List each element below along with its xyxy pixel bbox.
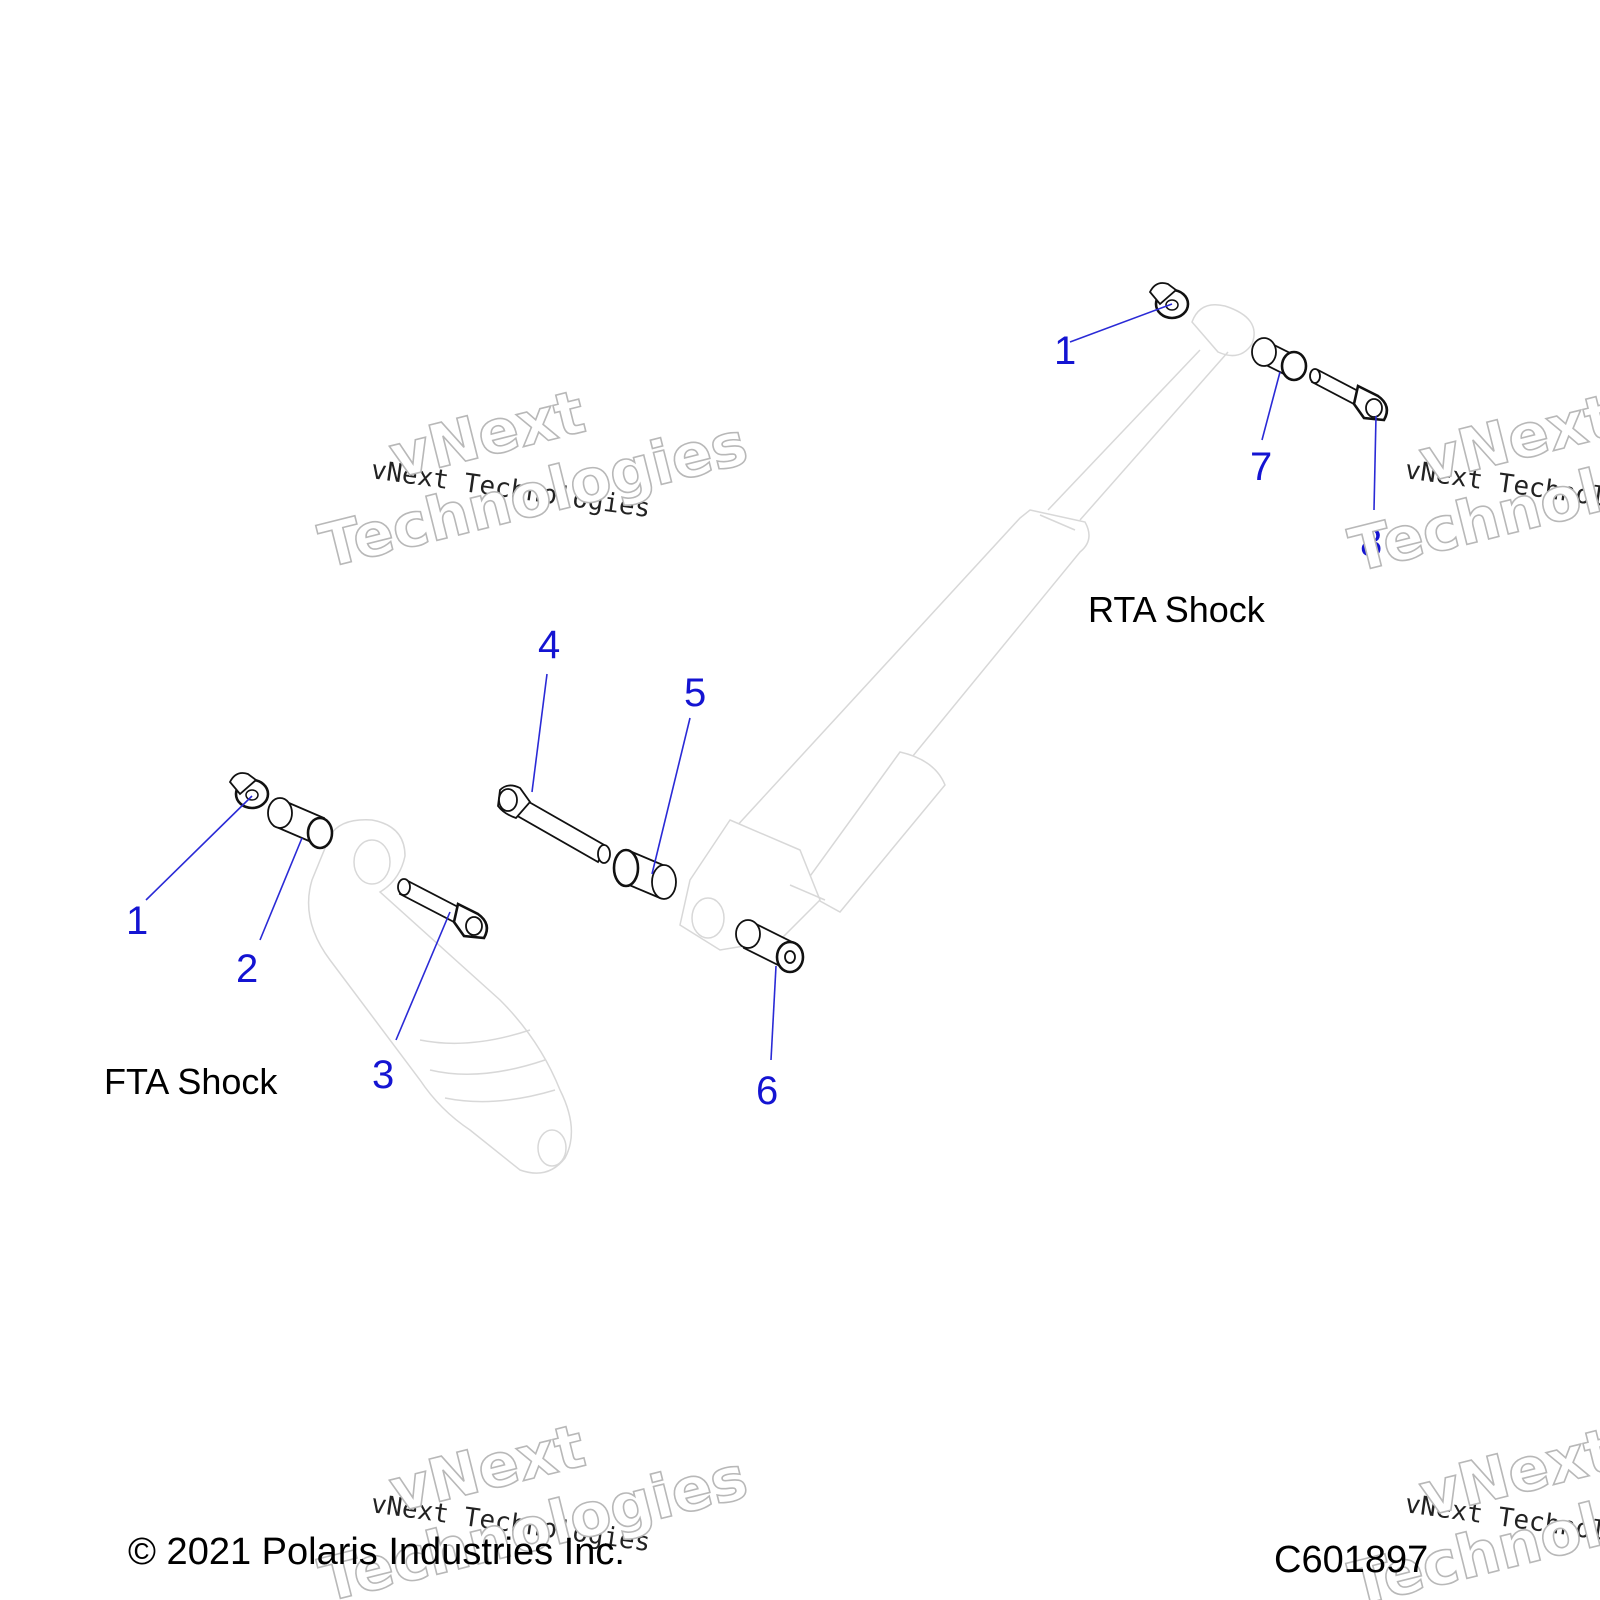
part-3-bolt [397,878,489,940]
watermark-top-left-big: vNext Technologies [312,376,755,583]
callout-7: 7 [1250,445,1272,489]
callout-5: 5 [684,671,706,715]
part-7-sleeve [1251,337,1308,382]
part-5-bushing [612,848,677,900]
diagram-code: C601897 [1274,1539,1428,1581]
callout-4: 4 [538,623,560,667]
part-2-sleeve [267,797,334,850]
rta-shock-outline [679,304,1255,951]
part-1-nut-top [1148,282,1190,320]
callout-2: 2 [236,947,258,991]
part-8-bolt [1309,368,1389,422]
fta-shock-label: FTA Shock [104,1061,278,1102]
fta-shock-outline [307,819,573,1174]
callout-1-left: 1 [126,899,148,943]
part-1-nut-left [228,772,270,810]
callout-1-top: 1 [1054,329,1076,373]
part-6-bushing [735,919,805,974]
copyright-notice: © 2021 Polaris Industries Inc. [128,1531,625,1573]
watermark-top-right-big: vNext Technologies [1342,380,1600,587]
leader-lines [145,303,1377,1061]
rta-shock-label: RTA Shock [1088,589,1266,630]
callout-8: 8 [1360,521,1382,565]
callout-6: 6 [756,1069,778,1113]
callout-3: 3 [372,1053,394,1097]
part-4-bolt [497,784,611,864]
